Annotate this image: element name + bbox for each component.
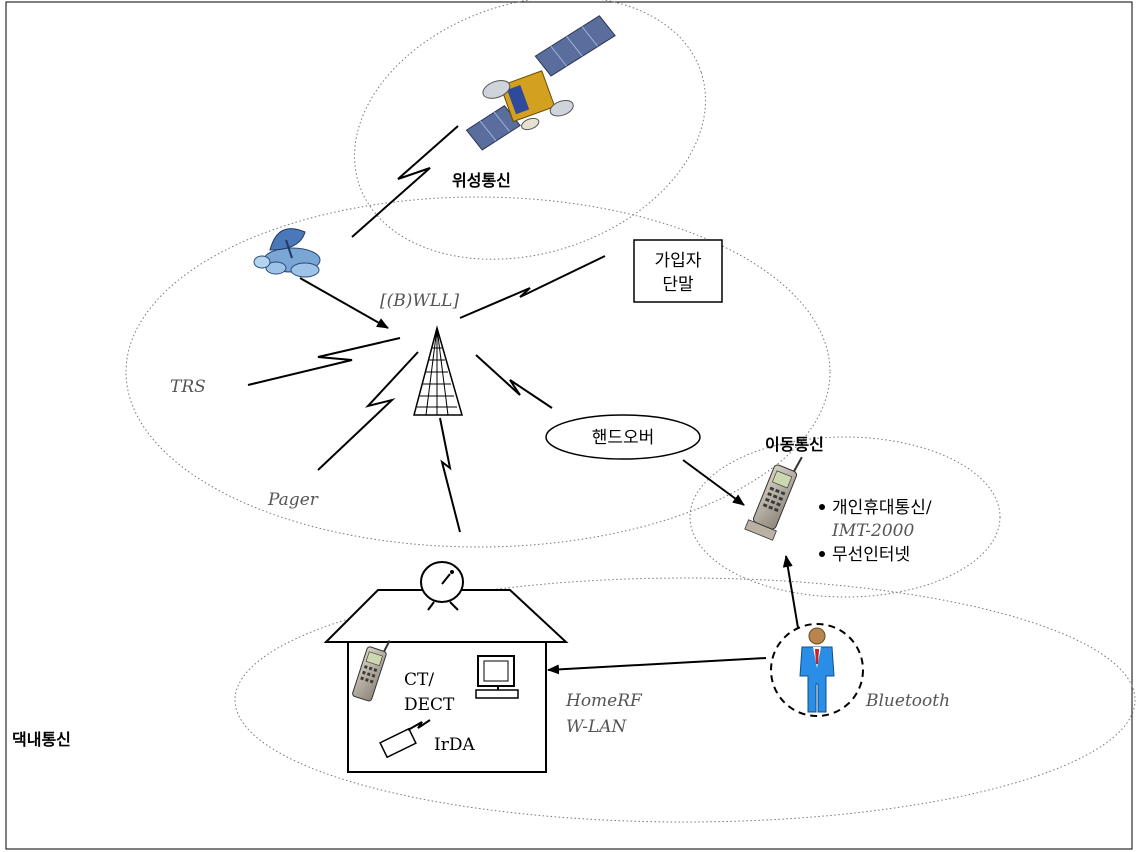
link-wll-home [439,417,461,533]
link-wll-trs [247,337,401,386]
handover-label: 핸드오버 [592,428,655,448]
mobile-zone [689,436,1001,598]
pager-label: Pager [267,490,319,510]
arrow-person-to-house [547,657,767,675]
mobile-zone-label: 이동통신 [765,435,824,454]
arrow-person-to-phone [782,555,799,629]
irda-label: IrDA [434,735,475,755]
handover-node: 핸드오버 [545,414,701,460]
homerf-label: HomeRF [565,691,643,711]
satellite-zone-label: 위성통신 [452,171,511,190]
trs-label: TRS [170,377,206,397]
dish-antenna-icon [253,228,321,278]
satellite-zone [354,0,706,260]
person-icon [799,627,835,713]
bullet-icon [819,504,825,510]
bullet-icon [819,551,825,557]
link-wll-handover [475,354,553,409]
subscriber-terminal: 가입자 단말 [633,239,723,303]
roof-dish-icon [420,561,464,611]
diagram-border [5,1,1133,850]
remote-device-icon [379,727,417,759]
satellite-icon [465,15,616,151]
subscriber-terminal-label-line1: 가입자 [655,251,702,271]
ct-label: CT/ [404,670,434,690]
link-wll-subscriber [459,255,606,319]
home-zone-label: 댁내통신 [12,730,71,749]
bluetooth-zone [770,623,864,717]
home-zone [234,577,1136,823]
wll-zone [125,196,831,548]
subscriber-terminal-label-line2: 단말 [662,275,694,295]
mobile-service-item: IMT-2000 [831,521,914,541]
arrow-dish-to-wll [299,277,389,329]
computer-icon [475,655,519,699]
arrow-handover-to-phone [682,459,745,506]
mobile-service-item: 개인휴대통신/ [832,498,932,518]
wlan-label: W-LAN [566,717,628,737]
bluetooth-label: Bluetooth [865,691,950,711]
link-wll-pager [317,351,419,471]
link-satellite-dish [351,125,459,238]
mobile-services-list: 개인휴대통신/ IMT-2000 무선인터넷 [819,498,932,565]
mobile-phone-icon [744,456,803,541]
link-irda [407,719,431,731]
wll-label: [(B)WLL] [380,291,459,311]
dect-label: DECT [404,695,455,715]
mobile-service-item: 무선인터넷 [832,545,910,565]
house-icon [323,589,569,773]
cordless-phone-icon [352,640,391,702]
radio-tower-icon [413,325,463,416]
